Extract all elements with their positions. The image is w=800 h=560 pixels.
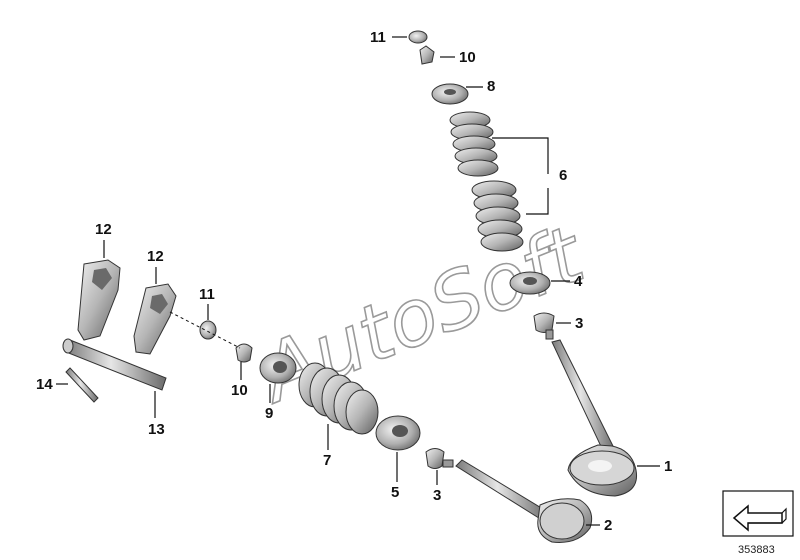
rocker-arm-left (77, 259, 121, 341)
svg-text:12: 12 (95, 221, 112, 238)
svg-text:4: 4 (574, 273, 583, 290)
shim-11-lower (199, 320, 217, 340)
callout-3-upper: 3 (556, 315, 583, 332)
svg-text:1: 1 (664, 458, 672, 475)
rocker-shaft (62, 338, 167, 391)
callout-5: 5 (391, 452, 399, 501)
valve-stem-seal-upper (533, 312, 555, 340)
valve-1-part (551, 339, 638, 497)
svg-text:13: 13 (148, 421, 165, 438)
callout-3-lower: 3 (433, 470, 441, 504)
spring-retainer-lower (259, 352, 297, 384)
direction-arrow-icon (722, 490, 794, 537)
spring-seat-part (509, 271, 551, 295)
callout-9: 9 (265, 384, 273, 422)
outer-valve-spring-part (449, 111, 499, 177)
svg-text:8: 8 (487, 78, 495, 95)
callout-10-lower: 10 (231, 362, 248, 399)
valve-shim-top (408, 30, 428, 44)
svg-text:11: 11 (199, 286, 215, 303)
svg-text:9: 9 (265, 405, 273, 422)
valve-spring-lower (298, 362, 379, 435)
callout-11-top: 11 (370, 29, 407, 46)
svg-text:7: 7 (323, 452, 331, 469)
rocker-arm-right (133, 283, 177, 355)
callout-14: 14 (36, 376, 68, 393)
callout-4: 4 (551, 273, 583, 290)
locking-pin (65, 367, 99, 403)
svg-text:3: 3 (575, 315, 583, 332)
callout-13: 13 (148, 391, 165, 438)
callout-8: 8 (466, 78, 495, 95)
valve-collets-lower (235, 343, 253, 363)
callout-11-lower: 11 (199, 286, 215, 320)
callout-2: 2 (586, 517, 612, 534)
callout-6: 6 (492, 137, 567, 215)
svg-text:2: 2 (604, 517, 612, 534)
valve-stem-seal-lower (425, 448, 454, 469)
inner-valve-spring-part (471, 180, 524, 252)
callout-7: 7 (323, 424, 331, 469)
valve-collets-top (419, 45, 435, 65)
spring-seat-lower (375, 415, 421, 451)
axis-line-lower (169, 311, 241, 349)
svg-text:10: 10 (459, 49, 476, 66)
svg-text:14: 14 (36, 376, 53, 393)
reference-number: 353883 (738, 544, 775, 556)
spring-retainer-part (431, 83, 469, 105)
valve-2-part (455, 459, 593, 543)
callout-12-right: 12 (147, 248, 164, 284)
svg-text:6: 6 (559, 167, 567, 184)
svg-text:3: 3 (433, 487, 441, 504)
callout-1: 1 (637, 458, 672, 475)
callout-12-left: 12 (95, 221, 112, 258)
svg-text:12: 12 (147, 248, 164, 265)
svg-text:5: 5 (391, 484, 399, 501)
svg-text:11: 11 (370, 29, 386, 46)
svg-text:10: 10 (231, 382, 248, 399)
callout-10-top: 10 (440, 49, 476, 66)
